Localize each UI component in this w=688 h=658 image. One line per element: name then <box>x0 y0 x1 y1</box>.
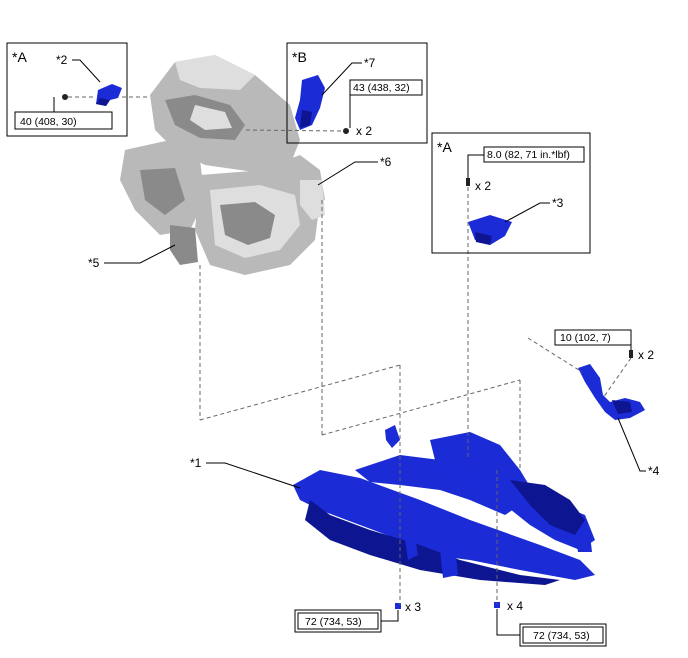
callout-7: *7 <box>364 56 376 70</box>
view-b-letter: *B <box>292 49 307 65</box>
view-a-top-frame <box>6 42 128 137</box>
torque-view-a-top: 40 (408, 30) <box>20 116 77 128</box>
part-7-bracket <box>295 75 325 130</box>
bottom-torque-specs: 72 (734, 53) x 3 72 (734, 53) x 4 <box>294 599 607 647</box>
view-a-top-letter: *A <box>12 49 27 65</box>
callout-5: *5 <box>88 256 100 270</box>
bolt-icon-bottom-left <box>395 603 401 609</box>
part-3-plate <box>468 215 512 245</box>
qty-part4: x 2 <box>638 348 654 362</box>
engine-assembly <box>120 55 325 275</box>
part-4-torque-spec: 10 (102, 7) x 2 <box>554 329 654 362</box>
torque-view-b: 43 (438, 32) <box>353 82 410 94</box>
torque-bottom-left: 72 (734, 53) <box>305 616 362 628</box>
torque-bottom-right: 72 (734, 53) <box>533 630 590 642</box>
callout-2: *2 <box>56 53 68 67</box>
qty-view-b: x 2 <box>356 124 372 138</box>
bolt-icon-view-b <box>343 128 349 134</box>
bolt-icon-part4 <box>629 350 633 358</box>
assembly-guide-lines <box>68 96 632 605</box>
callout-1: *1 <box>190 456 202 470</box>
qty-bottom-right: x 4 <box>507 599 523 613</box>
qty-bottom-left: x 3 <box>405 600 421 614</box>
torque-view-a-right: 8.0 (82, 71 in.*lbf) <box>487 149 570 161</box>
view-a-right-panel: *A 8.0 (82, 71 in.*lbf) x 2 *3 <box>431 132 591 254</box>
callouts: *6 *5 *1 *4 <box>88 155 660 489</box>
bolt-icons <box>62 94 633 609</box>
callout-6: *6 <box>380 155 392 169</box>
view-a-top-panel: *A *2 40 (408, 30) <box>6 42 128 137</box>
bolt-icon-bottom-right <box>494 602 500 608</box>
bolt-icon-view-a-top <box>62 94 68 100</box>
part-4-stabilizer-link <box>578 364 645 420</box>
callout-3: *3 <box>552 196 564 210</box>
part-2-bracket <box>96 84 122 106</box>
view-b-panel: *B *7 43 (438, 32) x 2 <box>286 42 428 144</box>
view-b-frame <box>286 42 428 144</box>
bolt-icon-view-a-right <box>466 178 470 186</box>
view-a-right-frame <box>431 132 591 254</box>
torque-part4: 10 (102, 7) <box>560 332 611 344</box>
view-a-right-letter: *A <box>437 139 452 155</box>
callout-4: *4 <box>648 464 660 478</box>
qty-view-a-right: x 2 <box>475 179 491 193</box>
front-suspension-crossmember <box>293 425 595 585</box>
